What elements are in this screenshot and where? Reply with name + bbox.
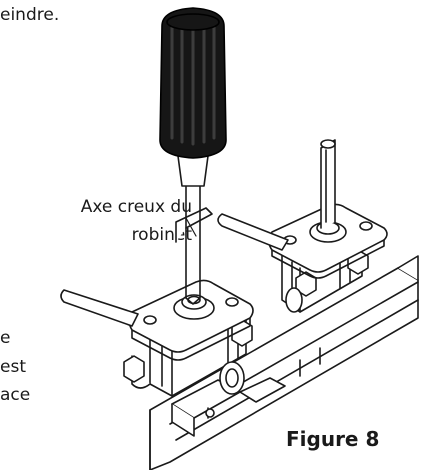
instruction-fragment-left-2: est xyxy=(0,357,26,377)
instruction-fragment-top: eindre. xyxy=(0,5,60,25)
callout-label-line1: Axe creux du xyxy=(80,197,192,217)
instruction-fragment-left-1: e xyxy=(0,328,11,348)
screwdriver-icon xyxy=(159,7,227,305)
valve-assembly-right xyxy=(217,139,388,313)
figure-label: Figure 8 xyxy=(286,427,380,451)
callout-leader-line xyxy=(185,217,197,237)
instruction-fragment-left-3: ace xyxy=(0,385,31,405)
valve-assembly-left xyxy=(60,207,254,397)
